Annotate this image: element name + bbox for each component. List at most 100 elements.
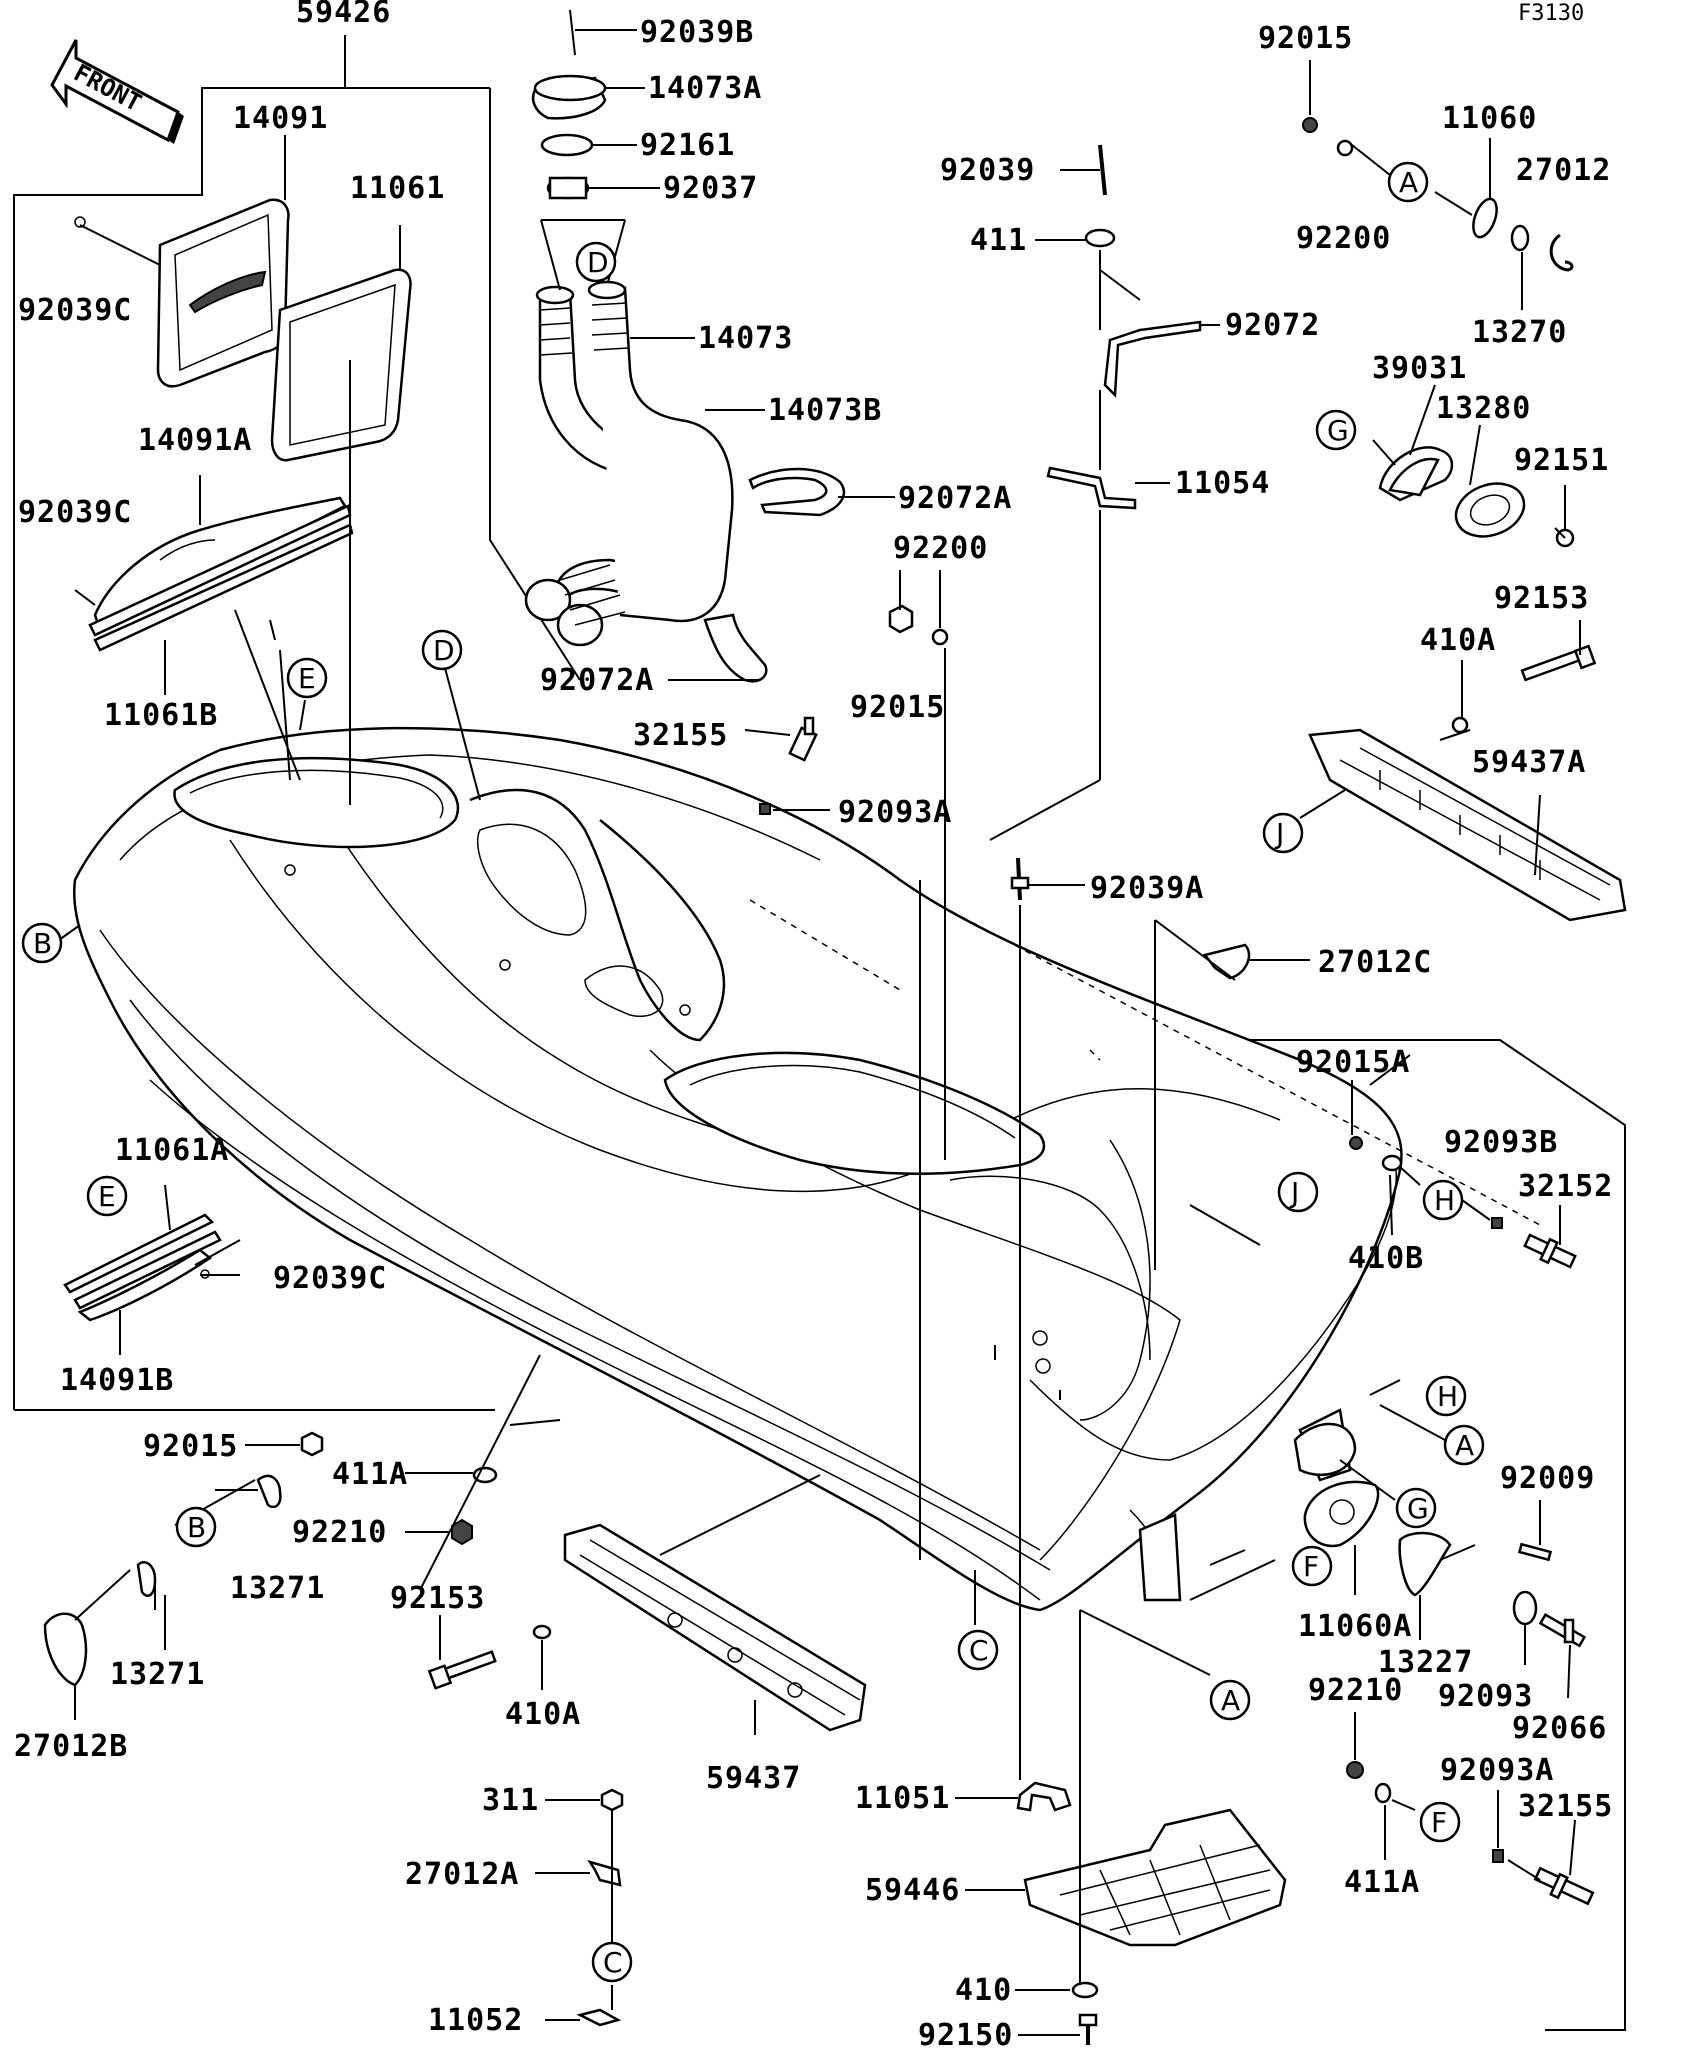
part-59446-grate (1023, 1808, 1287, 1947)
label-410A-left: 410A (505, 1697, 581, 1732)
label-92151: 92151 (1514, 443, 1609, 478)
part-11061A-14091B (63, 1213, 222, 1322)
part-11054-bracket (1046, 466, 1137, 510)
label-32155-top: 32155 (633, 718, 728, 753)
part-92015A-nut (1349, 1136, 1363, 1150)
label-92093B: 92093B (1444, 1125, 1558, 1160)
svg-text:G: G (1407, 1492, 1429, 1525)
part-27012B-latch (43, 1612, 88, 1687)
label-92039C-a: 92039C (18, 293, 132, 328)
callout-F-1: F (1291, 1545, 1333, 1587)
label-11060A: 11060A (1298, 1609, 1412, 1644)
part-92009-bolt (1517, 1542, 1553, 1562)
svg-text:B: B (33, 927, 52, 960)
part-92066-fitting (1538, 1612, 1587, 1648)
svg-text:J: J (1274, 817, 1284, 850)
part-311-nut (600, 1788, 624, 1812)
front-arrow-icon: FRONT (50, 39, 184, 144)
hull-body (73, 726, 1403, 1612)
label-92093A-bot: 92093A (1440, 1753, 1554, 1788)
label-92039B: 92039B (640, 15, 754, 50)
svg-text:E: E (98, 1180, 116, 1213)
callout-E-1: E (286, 657, 328, 699)
label-14073: 14073 (698, 321, 793, 356)
callout-B-1: B (21, 922, 63, 964)
svg-text:F: F (1303, 1550, 1319, 1583)
label-13280: 13280 (1436, 391, 1531, 426)
svg-text:F: F (1431, 1806, 1447, 1839)
label-411: 411 (970, 223, 1027, 258)
svg-text:D: D (433, 634, 455, 667)
part-labels: 59426 92039B 14073A 92161 92037 14073 14… (14, 0, 1613, 2050)
label-11054: 11054 (1175, 466, 1270, 501)
part-27012C-clip (1202, 943, 1251, 980)
label-92093A-top: 92093A (838, 795, 952, 830)
part-14073A-fitting (531, 9, 607, 200)
callout-H-2: H (1425, 1375, 1467, 1417)
callout-D-1: D (575, 241, 617, 283)
label-92093: 92093 (1438, 1679, 1533, 1714)
label-92153-left: 92153 (390, 1581, 485, 1616)
svg-text:D: D (587, 246, 609, 279)
label-11061: 11061 (350, 171, 445, 206)
part-27012 (1549, 233, 1574, 272)
part-92151 (1554, 527, 1575, 548)
diagram-code: F3130 (1518, 1, 1584, 26)
label-14091: 14091 (233, 101, 328, 136)
label-27012: 27012 (1516, 153, 1611, 188)
part-92039A-bolt (1010, 857, 1030, 901)
label-32155-bot: 32155 (1518, 1789, 1613, 1824)
callout-A-2: A (1443, 1424, 1485, 1466)
label-92210-right: 92210 (1308, 1673, 1403, 1708)
label-11060: 11060 (1442, 101, 1537, 136)
part-11060A (1303, 1480, 1380, 1548)
label-92072: 92072 (1225, 308, 1320, 343)
label-14073A: 14073A (648, 71, 762, 106)
part-92210-nut-mid (451, 1518, 473, 1546)
label-92039A: 92039A (1090, 871, 1204, 906)
svg-text:J: J (1289, 1176, 1299, 1209)
callouts: A A A B B C C D D E E F F G G H H J J (21, 161, 1485, 1983)
label-92153-right: 92153 (1494, 581, 1589, 616)
part-410A-washer-right (1451, 716, 1469, 734)
part-410A-washer-left (532, 1624, 552, 1640)
label-92009: 92009 (1500, 1461, 1595, 1496)
callout-J-1: J (1262, 812, 1304, 854)
label-13271-a: 13271 (230, 1571, 325, 1606)
label-92072A-upper: 92072A (898, 481, 1012, 516)
svg-text:B: B (187, 1511, 206, 1544)
part-92093-washer (1512, 1590, 1538, 1626)
part-13271-plate-a (256, 1474, 282, 1509)
part-92015-nut-mid (888, 604, 914, 634)
part-92093B (1491, 1217, 1503, 1229)
part-11061-gasket (270, 268, 412, 462)
part-92093A-bot (1492, 1849, 1504, 1863)
part-92072A-clamp-upper (748, 467, 846, 517)
label-92200-mid: 92200 (893, 531, 988, 566)
part-32155-fitting-top (788, 716, 818, 762)
label-92015A: 92015A (1296, 1045, 1410, 1080)
part-11051-bracket (1016, 1781, 1072, 1812)
label-410B: 410B (1348, 1241, 1424, 1276)
part-92015-nut-left (300, 1431, 324, 1457)
label-92210-mid: 92210 (292, 1515, 387, 1550)
label-92039C-b: 92039C (18, 495, 132, 530)
label-14091A: 14091A (138, 423, 252, 458)
label-13227: 13227 (1378, 1645, 1473, 1680)
part-92015-nut-top (1302, 117, 1318, 133)
part-92093A-top (759, 803, 771, 815)
label-27012A: 27012A (405, 1857, 519, 1892)
svg-text:A: A (1399, 166, 1418, 199)
label-14073B: 14073B (768, 393, 882, 428)
leader-lines (51, 29, 1581, 2036)
part-32152-fitting (1523, 1233, 1577, 1269)
part-92200-washer-top (1336, 139, 1354, 157)
label-92200-top: 92200 (1296, 221, 1391, 256)
callout-B-2: B (175, 1506, 217, 1548)
part-92072-bracket (1103, 320, 1202, 398)
callout-A-3: A (1209, 1679, 1251, 1721)
part-13280 (1454, 482, 1526, 538)
label-59437A: 59437A (1472, 745, 1586, 780)
label-27012C: 27012C (1318, 945, 1432, 980)
